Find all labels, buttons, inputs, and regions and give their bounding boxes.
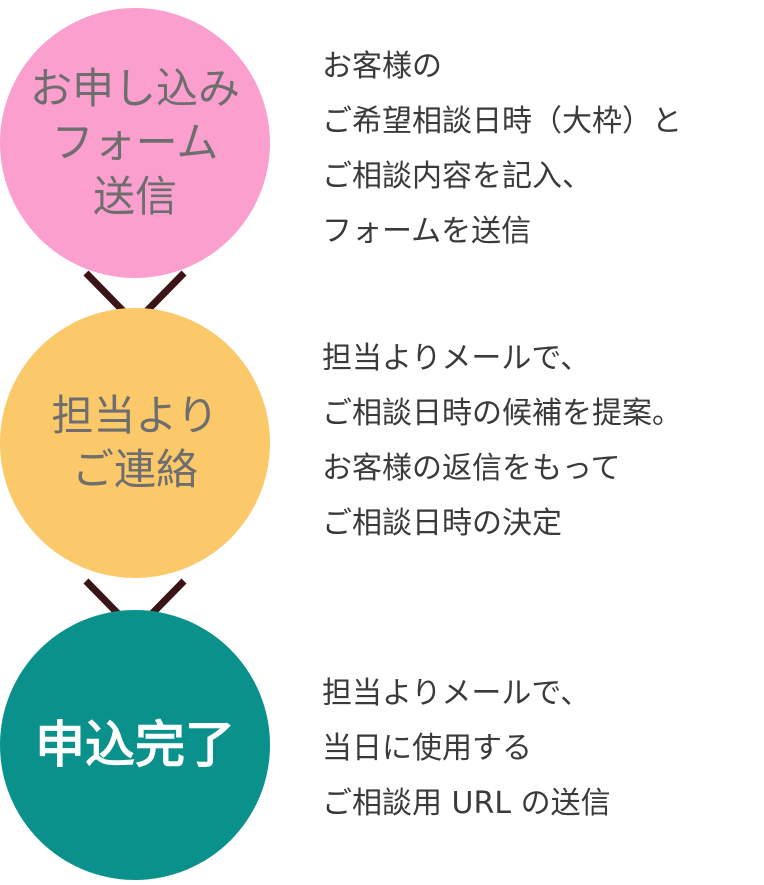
step-1-title-line-2: フォーム [51, 118, 219, 167]
step-1-desc-line-3: ご相談内容を記入、 [322, 159, 592, 194]
step-3-desc-line-2: 当日に使用する [322, 731, 532, 766]
step-3-desc-line-1: 担当よりメールで、 [322, 676, 591, 711]
step-2-desc-line-1: 担当よりメールで、 [322, 341, 591, 376]
step-1-desc-line-1: お客様の [322, 49, 442, 84]
step-2-title-line-1: 担当より [51, 391, 219, 440]
step-2-title-line-2: ご連絡 [71, 445, 198, 494]
step-3-circle: 申込完了 [0, 610, 270, 880]
step-1-circle: お申し込み フォーム 送信 [0, 8, 270, 278]
step-1-desc-line-2: ご希望相談日時（大枠）と [322, 104, 682, 139]
step-3-desc-line-3: ご相談用 URL の送信 [322, 786, 611, 821]
step-2-circle: 担当より ご連絡 [0, 308, 270, 578]
step-1-description: お客様の ご希望相談日時（大枠）と ご相談内容を記入、 フォームを送信 [322, 39, 764, 259]
step-1-title-line-1: お申し込み [29, 64, 240, 113]
step-1-title-line-3: 送信 [92, 172, 177, 221]
step-2-desc-line-4: ご相談日時の決定 [322, 506, 562, 541]
step-3-title-line-1: 申込完了 [35, 716, 235, 774]
step-2-desc-line-2: ご相談日時の候補を提案。 [322, 396, 682, 431]
step-3-description: 担当よりメールで、 当日に使用する ご相談用 URL の送信 [322, 666, 764, 831]
step-1-desc-line-4: フォームを送信 [322, 214, 532, 249]
step-2-description: 担当よりメールで、 ご相談日時の候補を提案。 お客様の返信をもって ご相談日時の… [322, 331, 764, 551]
step-2-desc-line-3: お客様の返信をもって [322, 451, 621, 486]
